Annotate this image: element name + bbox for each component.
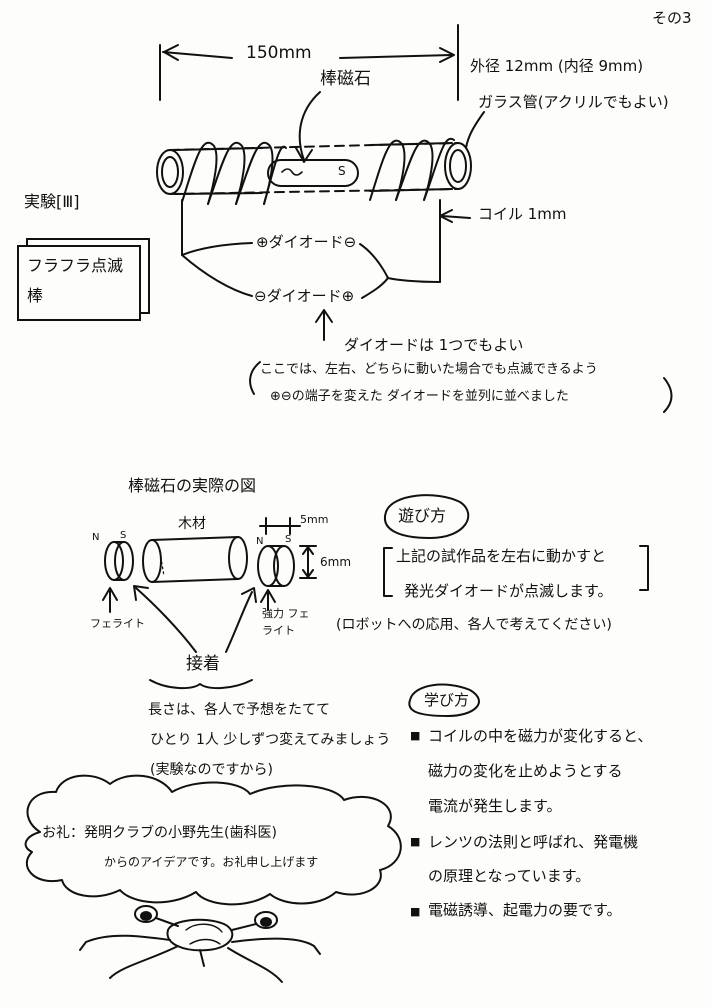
diode-top-label: ⊕ダイオード⊖: [256, 233, 357, 251]
learn-bullet-1-line-3: 電流が発生します。: [428, 797, 562, 815]
learn-bullet-2-mark: ■: [410, 835, 421, 848]
ferrite-right: [257, 545, 295, 587]
learn-bullet-1-mark: ■: [410, 729, 421, 742]
note-bracket-left: [249, 361, 261, 395]
wood-label: 木材: [178, 516, 206, 532]
n-left: N: [92, 532, 100, 543]
n-right: N: [256, 536, 264, 547]
note-line-2: ⊕⊖の端子を変えた ダイオードを並列に並べました: [270, 389, 569, 404]
magnet-s-pole: S: [338, 164, 346, 178]
outer-diameter-label: 外径 12mm (内径 9mm): [470, 57, 644, 75]
ferrite-right-label: 強力 フェライト: [262, 607, 310, 637]
s-left: S: [120, 530, 127, 541]
bar-magnet: [267, 159, 359, 187]
ferrite-arrows: [102, 587, 276, 613]
note-bracket-right: [663, 377, 673, 413]
length-dimension: [159, 24, 459, 101]
magnet-figure-title: 棒磁石の実際の図: [128, 476, 257, 495]
page-number: その3: [652, 9, 692, 27]
learn-bullet-2-line-1: レンツの法則と呼ばれ、発電機: [428, 833, 639, 851]
note-line-1: ここでは、左右、どちらに動いた場合でも点滅できるよう: [260, 362, 598, 377]
magnet-pointer-arrow: [295, 91, 321, 163]
wood-cylinder: [142, 536, 248, 583]
diode-note-arrow: [315, 309, 333, 341]
bug-doodle: [79, 905, 321, 983]
title-line-1: フラフラ点滅: [27, 256, 124, 275]
play-line-2: 発光ダイオードが点滅します。: [404, 582, 613, 600]
play-line-3: (ロボットへの応用、各人で考えてください): [336, 617, 612, 633]
thanks-line-2: からのアイデアです。お礼申し上げます: [104, 855, 319, 869]
learn-heading: 学び方: [424, 691, 470, 709]
size-5mm: 5mm: [300, 513, 329, 526]
title-box: フラフラ点滅 棒: [17, 245, 141, 321]
title-line-2: 棒: [27, 286, 44, 305]
s-right: S: [285, 534, 292, 545]
length-note-2: ひとり 1人 少しずつ変えてみましょう: [150, 732, 391, 748]
length-note-3: (実験なのですから): [150, 762, 273, 778]
coil-pointer-arrow: [439, 209, 471, 223]
learn-bullet-1-line-2: 磁力の変化を止めようとする: [428, 762, 623, 780]
thanks-cloud: [24, 774, 402, 906]
learn-bullet-3-mark: ■: [410, 905, 421, 918]
dimension-6mm: [299, 545, 317, 579]
ferrite-left-label: フェライト: [90, 617, 145, 630]
coil-right: [369, 137, 455, 201]
play-heading-bubble: [383, 494, 470, 539]
glass-tube-label: ガラス管(アクリルでもよい): [478, 93, 669, 111]
ferrite-left: [104, 541, 134, 581]
magnet-label: 棒磁石: [320, 69, 371, 89]
thanks-line-1: お礼：発明クラブの小野先生(歯科医): [42, 825, 277, 841]
play-line-1: 上記の試作品を左右に動かすと: [396, 547, 607, 565]
glue-label: 接着: [186, 654, 220, 674]
circuit-wires: [181, 199, 441, 299]
glass-tube-pointer: [465, 111, 485, 149]
length-note-1: 長さは、各人で予想をたてて: [148, 702, 330, 718]
size-6mm: 6mm: [320, 555, 352, 569]
experiment-label: 実験[Ⅲ]: [24, 192, 80, 211]
length-label: 150mm: [246, 43, 312, 63]
diode-note: ダイオードは 1つでもよい: [344, 336, 524, 354]
glue-arrows: [133, 585, 257, 653]
dimension-5mm: [259, 517, 301, 535]
play-bracket-left: [383, 547, 393, 597]
glass-tube: [156, 142, 472, 195]
diode-bottom-label: ⊖ダイオード⊕: [254, 287, 355, 305]
learn-bullet-3: 電磁誘導、起電力の要です。: [428, 901, 622, 919]
coil-label: コイル 1mm: [478, 205, 567, 223]
play-bracket-right: [639, 545, 649, 591]
learn-bullet-1-line-1: コイルの中を磁力が変化すると、: [428, 727, 653, 745]
coil-left: [181, 141, 287, 205]
learn-bullet-2-line-2: の原理となっています。: [428, 867, 591, 885]
learn-heading-bubble: [408, 683, 480, 717]
play-heading: 遊び方: [398, 506, 447, 525]
brace: [149, 679, 253, 690]
